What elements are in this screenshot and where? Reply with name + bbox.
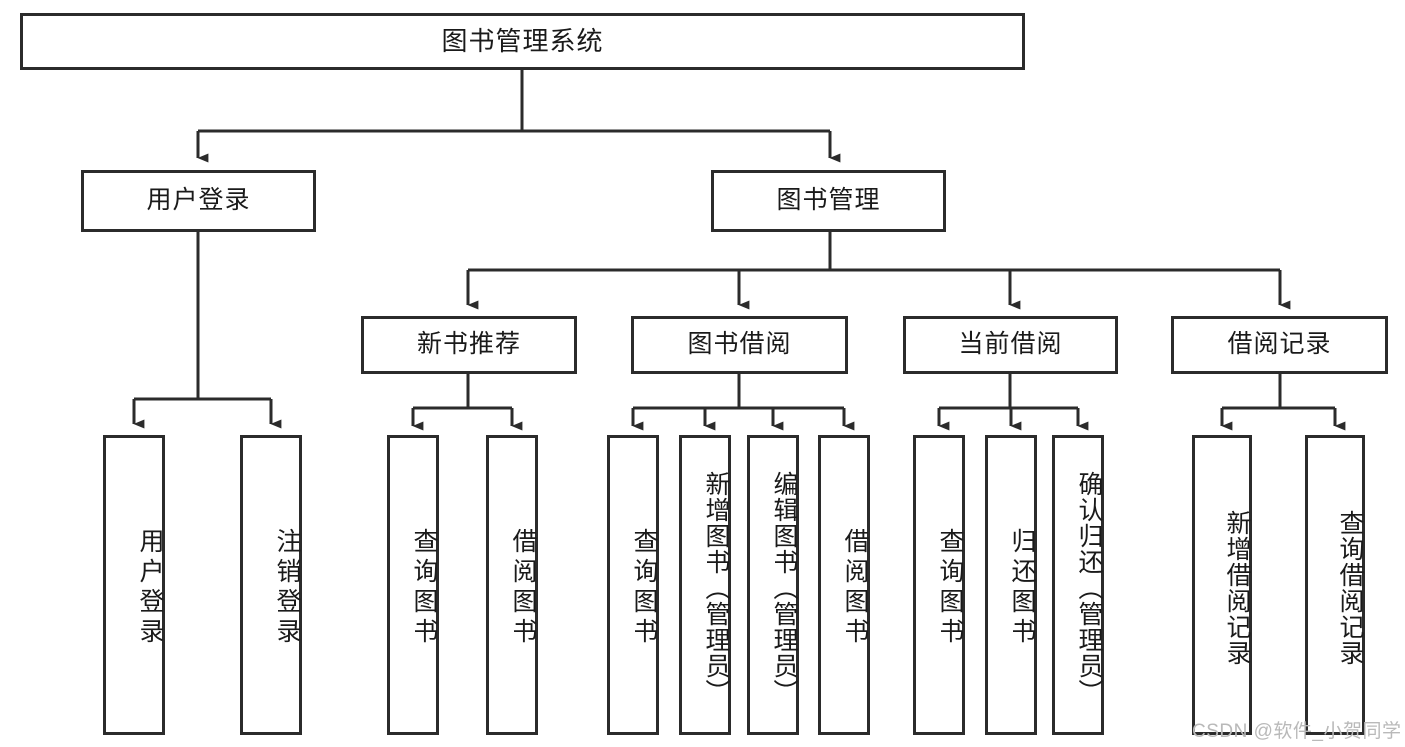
node-book-borrow[interactable]: 图书借阅	[631, 316, 848, 374]
node-user-login[interactable]: 用户登录	[81, 170, 316, 232]
node-new-book-recommend[interactable]: 新书推荐	[361, 316, 577, 374]
node-current-borrow[interactable]: 当前借阅	[903, 316, 1118, 374]
node-root-book-management-system[interactable]: 图书管理系统	[20, 13, 1025, 70]
node-leaf-query-book-3[interactable]: 查询图书	[913, 435, 965, 735]
node-leaf-query-book-1[interactable]: 查询图书	[387, 435, 439, 735]
node-leaf-return-book[interactable]: 归还图书	[985, 435, 1037, 735]
node-leaf-user-logout[interactable]: 注销登录	[240, 435, 302, 735]
node-leaf-add-record[interactable]: 新增借阅记录	[1192, 435, 1252, 735]
node-book-manage[interactable]: 图书管理	[711, 170, 946, 232]
node-leaf-confirm-return[interactable]: 确认归还（管理员）	[1052, 435, 1104, 735]
node-leaf-user-login[interactable]: 用户登录	[103, 435, 165, 735]
node-leaf-query-record[interactable]: 查询借阅记录	[1305, 435, 1365, 735]
node-leaf-add-book[interactable]: 新增图书（管理员）	[679, 435, 731, 735]
node-borrow-record[interactable]: 借阅记录	[1171, 316, 1388, 374]
node-leaf-query-book-2[interactable]: 查询图书	[607, 435, 659, 735]
node-leaf-edit-book[interactable]: 编辑图书（管理员）	[747, 435, 799, 735]
csdn-watermark: CSDN @软件_小贺同学	[1192, 721, 1402, 742]
node-leaf-borrow-book-1[interactable]: 借阅图书	[486, 435, 538, 735]
node-leaf-borrow-book-2[interactable]: 借阅图书	[818, 435, 870, 735]
